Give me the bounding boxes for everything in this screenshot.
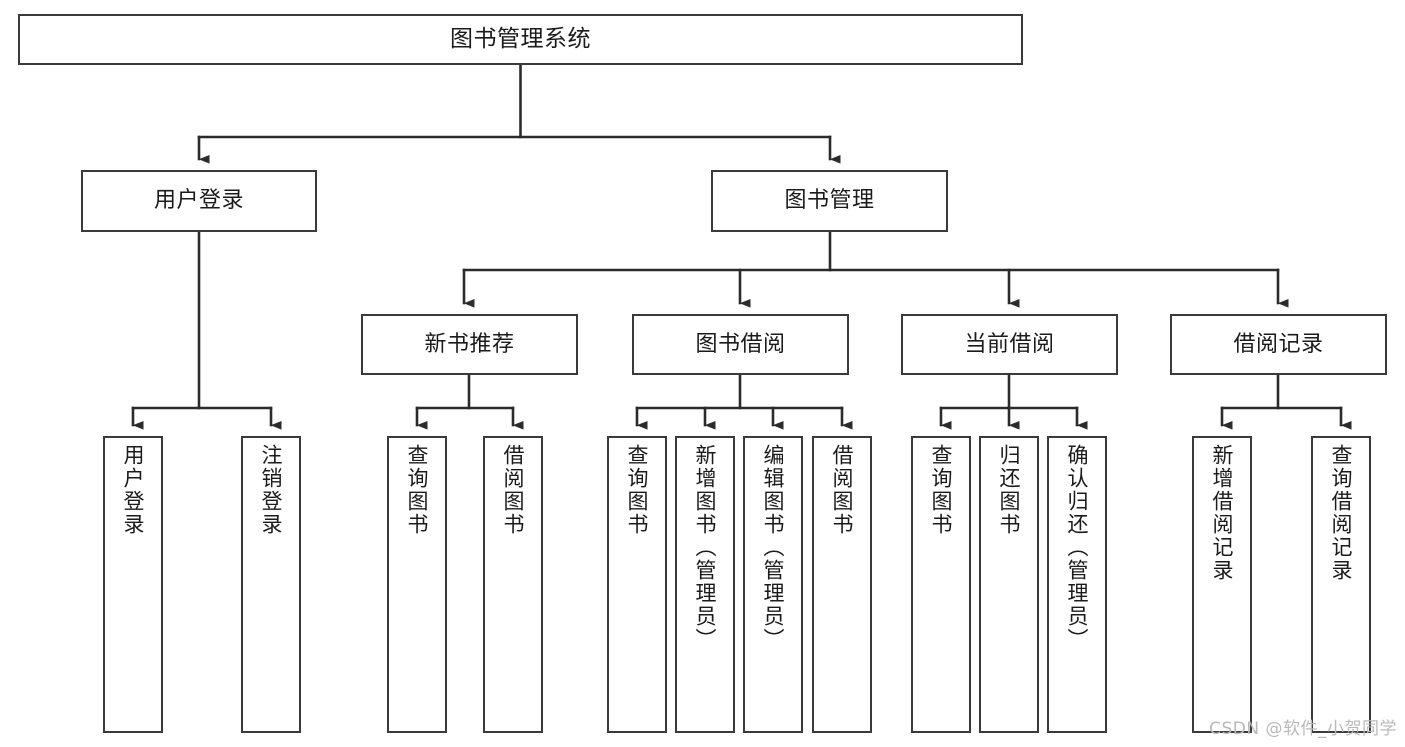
node-current-borrow[interactable]: 当前借阅 bbox=[901, 314, 1118, 375]
node-label: 图书管理系统 bbox=[450, 25, 591, 52]
leaf-cb-confirm-return-admin[interactable]: 确认归还（管理员） bbox=[1047, 436, 1107, 733]
node-label: 图书借阅 bbox=[695, 331, 786, 357]
leaf-bb-query-book[interactable]: 查询图书 bbox=[607, 436, 667, 733]
node-borrow-record[interactable]: 借阅记录 bbox=[1170, 314, 1387, 375]
node-label: 新书推荐 bbox=[424, 331, 515, 357]
node-label: 借阅记录 bbox=[1233, 331, 1324, 357]
node-user-login[interactable]: 用户登录 bbox=[81, 170, 317, 232]
node-label: 图书管理 bbox=[784, 188, 875, 214]
leaf-bb-edit-book-admin[interactable]: 编辑图书（管理员） bbox=[743, 436, 803, 733]
node-label: 确认归还（管理员） bbox=[1065, 444, 1090, 651]
node-label: 编辑图书（管理员） bbox=[761, 444, 786, 651]
leaf-user-login[interactable]: 用户登录 bbox=[103, 436, 163, 733]
node-label: 查询图书 bbox=[625, 444, 650, 536]
node-label: 归还图书 bbox=[997, 444, 1022, 536]
node-book-borrow[interactable]: 图书借阅 bbox=[632, 314, 849, 375]
node-label: 新增借阅记录 bbox=[1210, 444, 1235, 582]
node-label: 用户登录 bbox=[121, 444, 146, 536]
leaf-nb-borrow-book[interactable]: 借阅图书 bbox=[483, 436, 543, 733]
node-label: 当前借阅 bbox=[964, 331, 1055, 357]
node-label: 用户登录 bbox=[153, 188, 244, 214]
leaf-br-add-record[interactable]: 新增借阅记录 bbox=[1192, 436, 1252, 733]
leaf-bb-borrow-book[interactable]: 借阅图书 bbox=[812, 436, 872, 733]
leaf-nb-query-book[interactable]: 查询图书 bbox=[387, 436, 447, 733]
node-new-book-recommend[interactable]: 新书推荐 bbox=[361, 314, 578, 375]
node-label: 查询图书 bbox=[405, 444, 430, 536]
node-root-system[interactable]: 图书管理系统 bbox=[18, 14, 1023, 65]
node-label: 注销登录 bbox=[259, 444, 284, 536]
node-label: 借阅图书 bbox=[830, 444, 855, 536]
node-label: 查询借阅记录 bbox=[1329, 444, 1354, 582]
leaf-br-query-record[interactable]: 查询借阅记录 bbox=[1311, 436, 1371, 733]
node-book-management[interactable]: 图书管理 bbox=[711, 170, 948, 232]
node-label: 新增图书（管理员） bbox=[693, 444, 718, 651]
leaf-bb-add-book-admin[interactable]: 新增图书（管理员） bbox=[675, 436, 735, 733]
node-label: 借阅图书 bbox=[501, 444, 526, 536]
leaf-cb-query-book[interactable]: 查询图书 bbox=[911, 436, 971, 733]
node-label: 查询图书 bbox=[929, 444, 954, 536]
leaf-logout[interactable]: 注销登录 bbox=[241, 436, 301, 733]
leaf-cb-return-book[interactable]: 归还图书 bbox=[979, 436, 1039, 733]
